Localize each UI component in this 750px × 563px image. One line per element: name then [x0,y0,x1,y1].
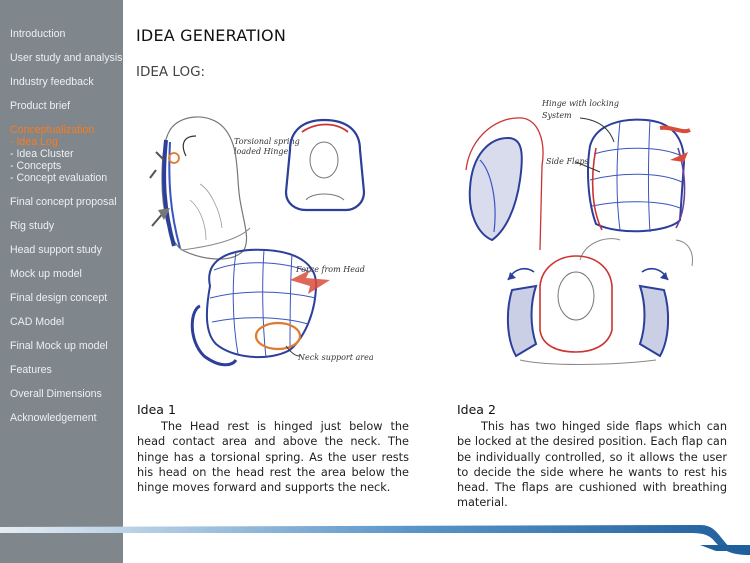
note-neck-support: Neck support area [297,353,374,362]
nav-final-design-concept[interactable]: Final design concept [10,292,108,304]
note-force-from-head: Force from Head [295,265,365,274]
nav-mock-up-model[interactable]: Mock up model [10,268,82,280]
idea2-heading: Idea 2 [457,402,496,417]
nav-acknowledgement[interactable]: Acknowledgement [10,412,97,424]
nav-overall-dimensions[interactable]: Overall Dimensions [10,388,102,400]
note-torsional-spring: Torsional spring [234,137,300,146]
nav-user-study[interactable]: User study and analysis [10,52,123,64]
nav-industry-feedback[interactable]: Industry feedback [10,76,94,88]
nav-sub-concepts[interactable]: - Concepts [10,160,62,172]
nav-sub-concept-evaluation[interactable]: - Concept evaluation [10,172,108,184]
idea1-block: Idea 1 The Head rest is hinged just belo… [137,402,409,495]
idea2-block: Idea 2 This has two hinged side flaps wh… [457,402,727,511]
idea1-text: The Head rest is hinged just below the h… [137,420,409,495]
idea2-sketch: Hinge with locking System Side Flaps [465,99,693,365]
idea1-heading: Idea 1 [137,402,176,417]
section-title: IDEA LOG: [136,64,206,80]
nav-features[interactable]: Features [10,364,52,376]
nav-final-concept-proposal[interactable]: Final concept proposal [10,196,117,208]
nav-sub-idea-cluster[interactable]: - Idea Cluster [10,148,74,160]
note-loaded-hinge: loaded Hinge [234,147,288,156]
nav-introduction[interactable]: Introduction [10,28,66,40]
idea2-text: This has two hinged side flaps which can… [457,420,727,510]
idea1-sketch: Torsional spring loaded Hinge Force from… [149,116,374,367]
nav-product-brief[interactable]: Product brief [10,100,71,112]
nav-sub-idea-log[interactable]: - Idea Log [10,136,58,148]
nav-conceptualization-label[interactable]: Conceptualization [10,124,95,136]
nav-final-mock-up-model[interactable]: Final Mock up model [10,340,108,352]
note-hinge-locking: Hinge with locking [541,99,619,108]
note-system: System [542,111,572,120]
nav-cad-model[interactable]: CAD Model [10,316,65,328]
note-side-flaps: Side Flaps [546,157,589,166]
nav-head-support-study[interactable]: Head support study [10,244,102,256]
sidebar-nav: Introduction User study and analysis Ind… [10,28,122,436]
sidebar: Introduction User study and analysis Ind… [0,0,123,563]
nav-conceptualization[interactable]: Conceptualization - Idea Log - Idea Clus… [10,124,122,196]
page-title: IDEA GENERATION [136,26,286,45]
nav-rig-study[interactable]: Rig study [10,220,55,232]
footer-swoosh [0,521,750,563]
